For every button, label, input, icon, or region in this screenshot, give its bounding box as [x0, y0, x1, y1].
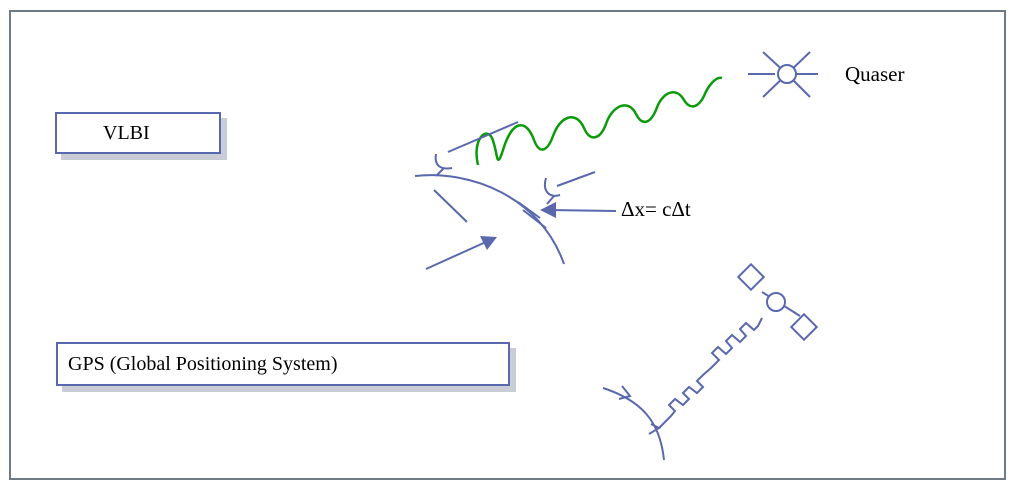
gps-label: GPS (Global Positioning System)	[68, 353, 338, 375]
gps-label-box: GPS (Global Positioning System)	[56, 342, 510, 386]
delta-arrow-icon	[540, 202, 617, 218]
diagram-frame	[9, 10, 1006, 480]
quasar-label: Quaser	[845, 62, 905, 86]
gps-signal-path	[658, 317, 763, 429]
quasar-star-icon	[748, 51, 818, 98]
antenna-left-icon	[434, 121, 519, 177]
satellite-icon	[736, 262, 819, 342]
gps-earth-curve	[602, 387, 665, 461]
antenna-right-icon	[544, 171, 596, 205]
radio-wave	[475, 76, 723, 166]
vlbi-label: VLBI	[103, 122, 150, 144]
gps-receiver-icon	[618, 385, 662, 435]
antenna-right-beam	[517, 201, 541, 219]
earth-surface-curve	[414, 174, 565, 265]
antenna-right-beam-2	[522, 209, 547, 229]
vlbi-label-box: VLBI	[55, 112, 221, 154]
incoming-arrow-icon	[425, 236, 497, 270]
delta-equation-label: Δx= cΔt	[621, 197, 691, 221]
antenna-left-beam	[433, 189, 468, 223]
